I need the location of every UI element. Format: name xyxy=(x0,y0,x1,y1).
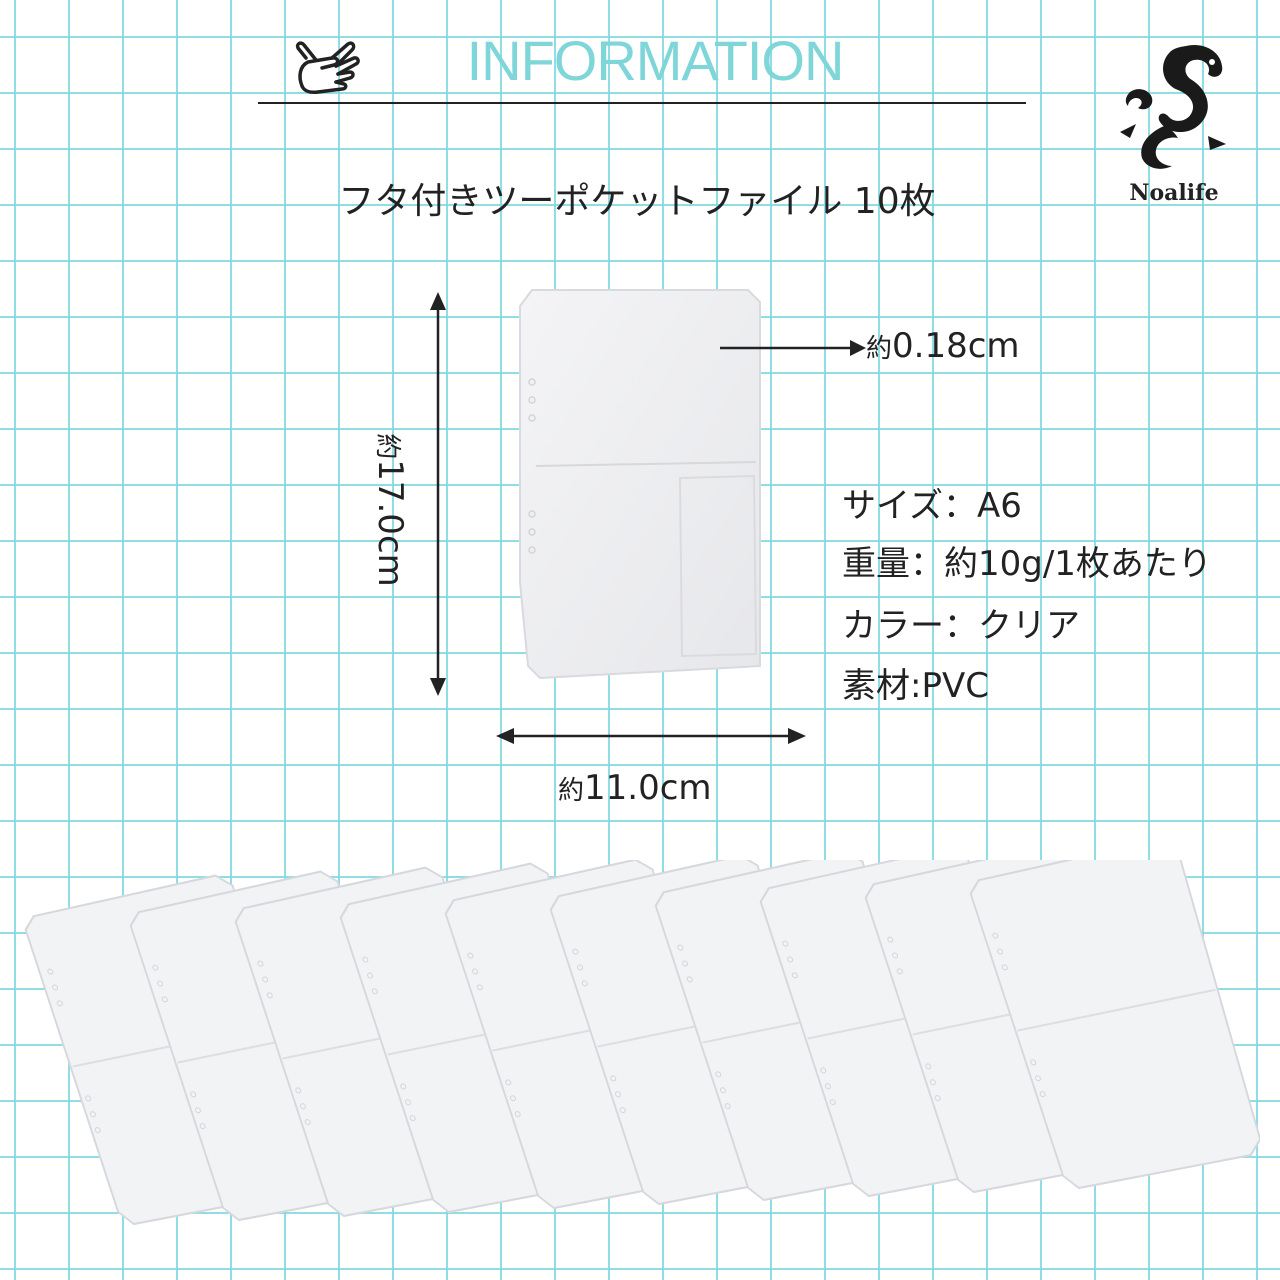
page-title: INFORMATION xyxy=(466,29,845,92)
brand-name: Noalife xyxy=(1129,180,1219,206)
product-subtitle: フタ付きツーポケットファイル 10枚 xyxy=(338,181,936,222)
spec-color: カラー：クリア xyxy=(842,606,1080,646)
sheet-stack-image xyxy=(10,860,1260,1260)
pocket-sheet-10 xyxy=(969,860,1260,1190)
height-arrow xyxy=(426,290,450,698)
pocket-sheet-image xyxy=(510,282,772,682)
height-label: 約17.0cm xyxy=(370,433,410,587)
spec-weight: 重量：約10g/1枚あたり xyxy=(842,544,1212,584)
width-arrow xyxy=(494,724,808,748)
thickness-label: 約0.18cm xyxy=(866,326,1020,366)
title-underline xyxy=(258,102,1026,104)
width-label: 約11.0cm xyxy=(558,768,712,808)
spec-material: 素材:PVC xyxy=(842,666,989,706)
hand-pointing-icon xyxy=(292,38,364,102)
thickness-arrow xyxy=(718,336,868,360)
dragon-icon xyxy=(1116,40,1232,174)
spec-size: サイズ：A6 xyxy=(842,486,1022,526)
